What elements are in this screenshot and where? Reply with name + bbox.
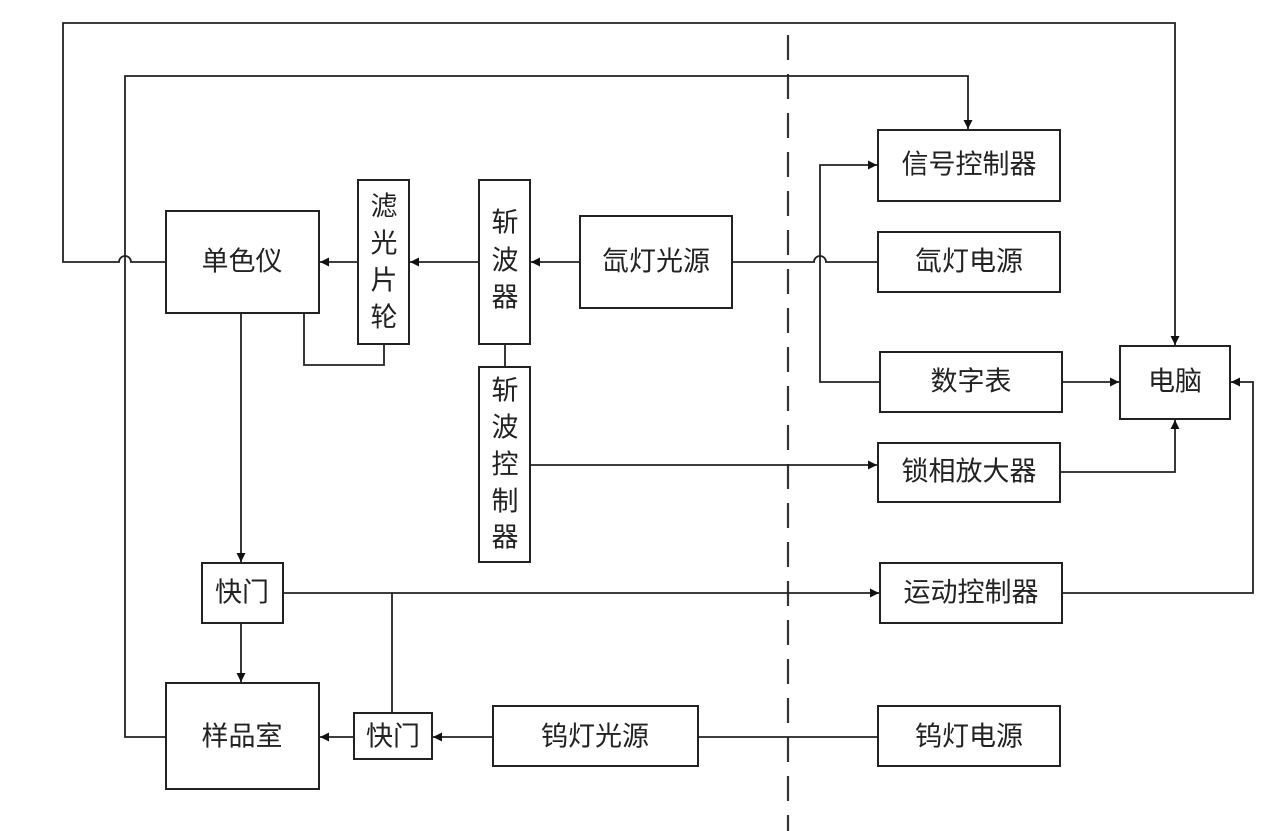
node-tungsten-power: 钨灯电源 [877, 705, 1061, 767]
node-xenon-power: 氙灯电源 [877, 231, 1061, 293]
label-chopper-controller-0: 斩 [492, 376, 519, 407]
node-tungsten-source: 钨灯光源 [492, 705, 699, 767]
node-chopper-controller: 斩 波 控 制 器 [478, 366, 531, 563]
label-shutter-top: 快门 [215, 578, 269, 609]
label-digital-meter: 数字表 [931, 367, 1012, 398]
node-digital-meter: 数字表 [879, 351, 1063, 413]
label-lockin-amplifier: 锁相放大器 [902, 457, 1037, 488]
label-sample-chamber: 样品室 [202, 722, 283, 753]
label-chopper-controller-3: 制 [492, 487, 519, 518]
node-shutter-top: 快门 [201, 562, 284, 624]
label-tungsten-power: 钨灯电源 [915, 722, 1023, 753]
label-filter-wheel-3: 轮 [371, 303, 398, 334]
node-monochromator: 单色仪 [165, 210, 320, 314]
wire-motion-to-computer [1062, 377, 1254, 594]
label-monochromator: 单色仪 [202, 247, 283, 278]
label-filter-wheel-2: 片 [371, 266, 398, 297]
label-computer: 电脑 [1148, 367, 1202, 398]
label-xenon-source: 氙灯光源 [602, 247, 710, 278]
wire-xenon-power-to-source [732, 255, 878, 263]
wire-monochromator-filter-link [303, 313, 385, 366]
node-sample-chamber: 样品室 [165, 682, 320, 790]
node-xenon-source: 氙灯光源 [579, 215, 733, 309]
label-chopper-controller-4: 器 [492, 523, 519, 554]
label-signal-controller: 信号控制器 [902, 150, 1037, 181]
label-filter-wheel-1: 光 [371, 229, 398, 260]
label-xenon-power: 氙灯电源 [915, 247, 1023, 278]
label-tungsten-source: 钨灯光源 [541, 722, 649, 753]
label-filter-wheel-0: 滤 [371, 192, 398, 223]
label-shutter-bottom: 快门 [366, 722, 420, 753]
label-chopper-controller-2: 控 [492, 450, 519, 481]
wire-sample-to-signal-controller [124, 75, 973, 738]
label-motion-controller: 运动控制器 [904, 578, 1039, 609]
label-chopper-2: 器 [492, 283, 519, 314]
node-filter-wheel: 滤 光 片 轮 [357, 179, 410, 345]
wire-lockin-to-computer [1060, 420, 1180, 473]
node-lockin-amplifier: 锁相放大器 [877, 442, 1061, 503]
label-chopper-controller-1: 波 [492, 413, 519, 444]
label-chopper-0: 斩 [492, 208, 519, 239]
node-computer: 电脑 [1119, 345, 1231, 420]
label-chopper-1: 波 [492, 246, 519, 277]
wire-meter-to-signal-controller [819, 160, 880, 383]
node-signal-controller: 信号控制器 [877, 129, 1061, 202]
node-shutter-bottom: 快门 [353, 712, 433, 760]
wire-monochromator-to-computer [62, 22, 1180, 345]
node-chopper: 斩 波 器 [478, 179, 531, 345]
node-motion-controller: 运动控制器 [879, 562, 1063, 624]
